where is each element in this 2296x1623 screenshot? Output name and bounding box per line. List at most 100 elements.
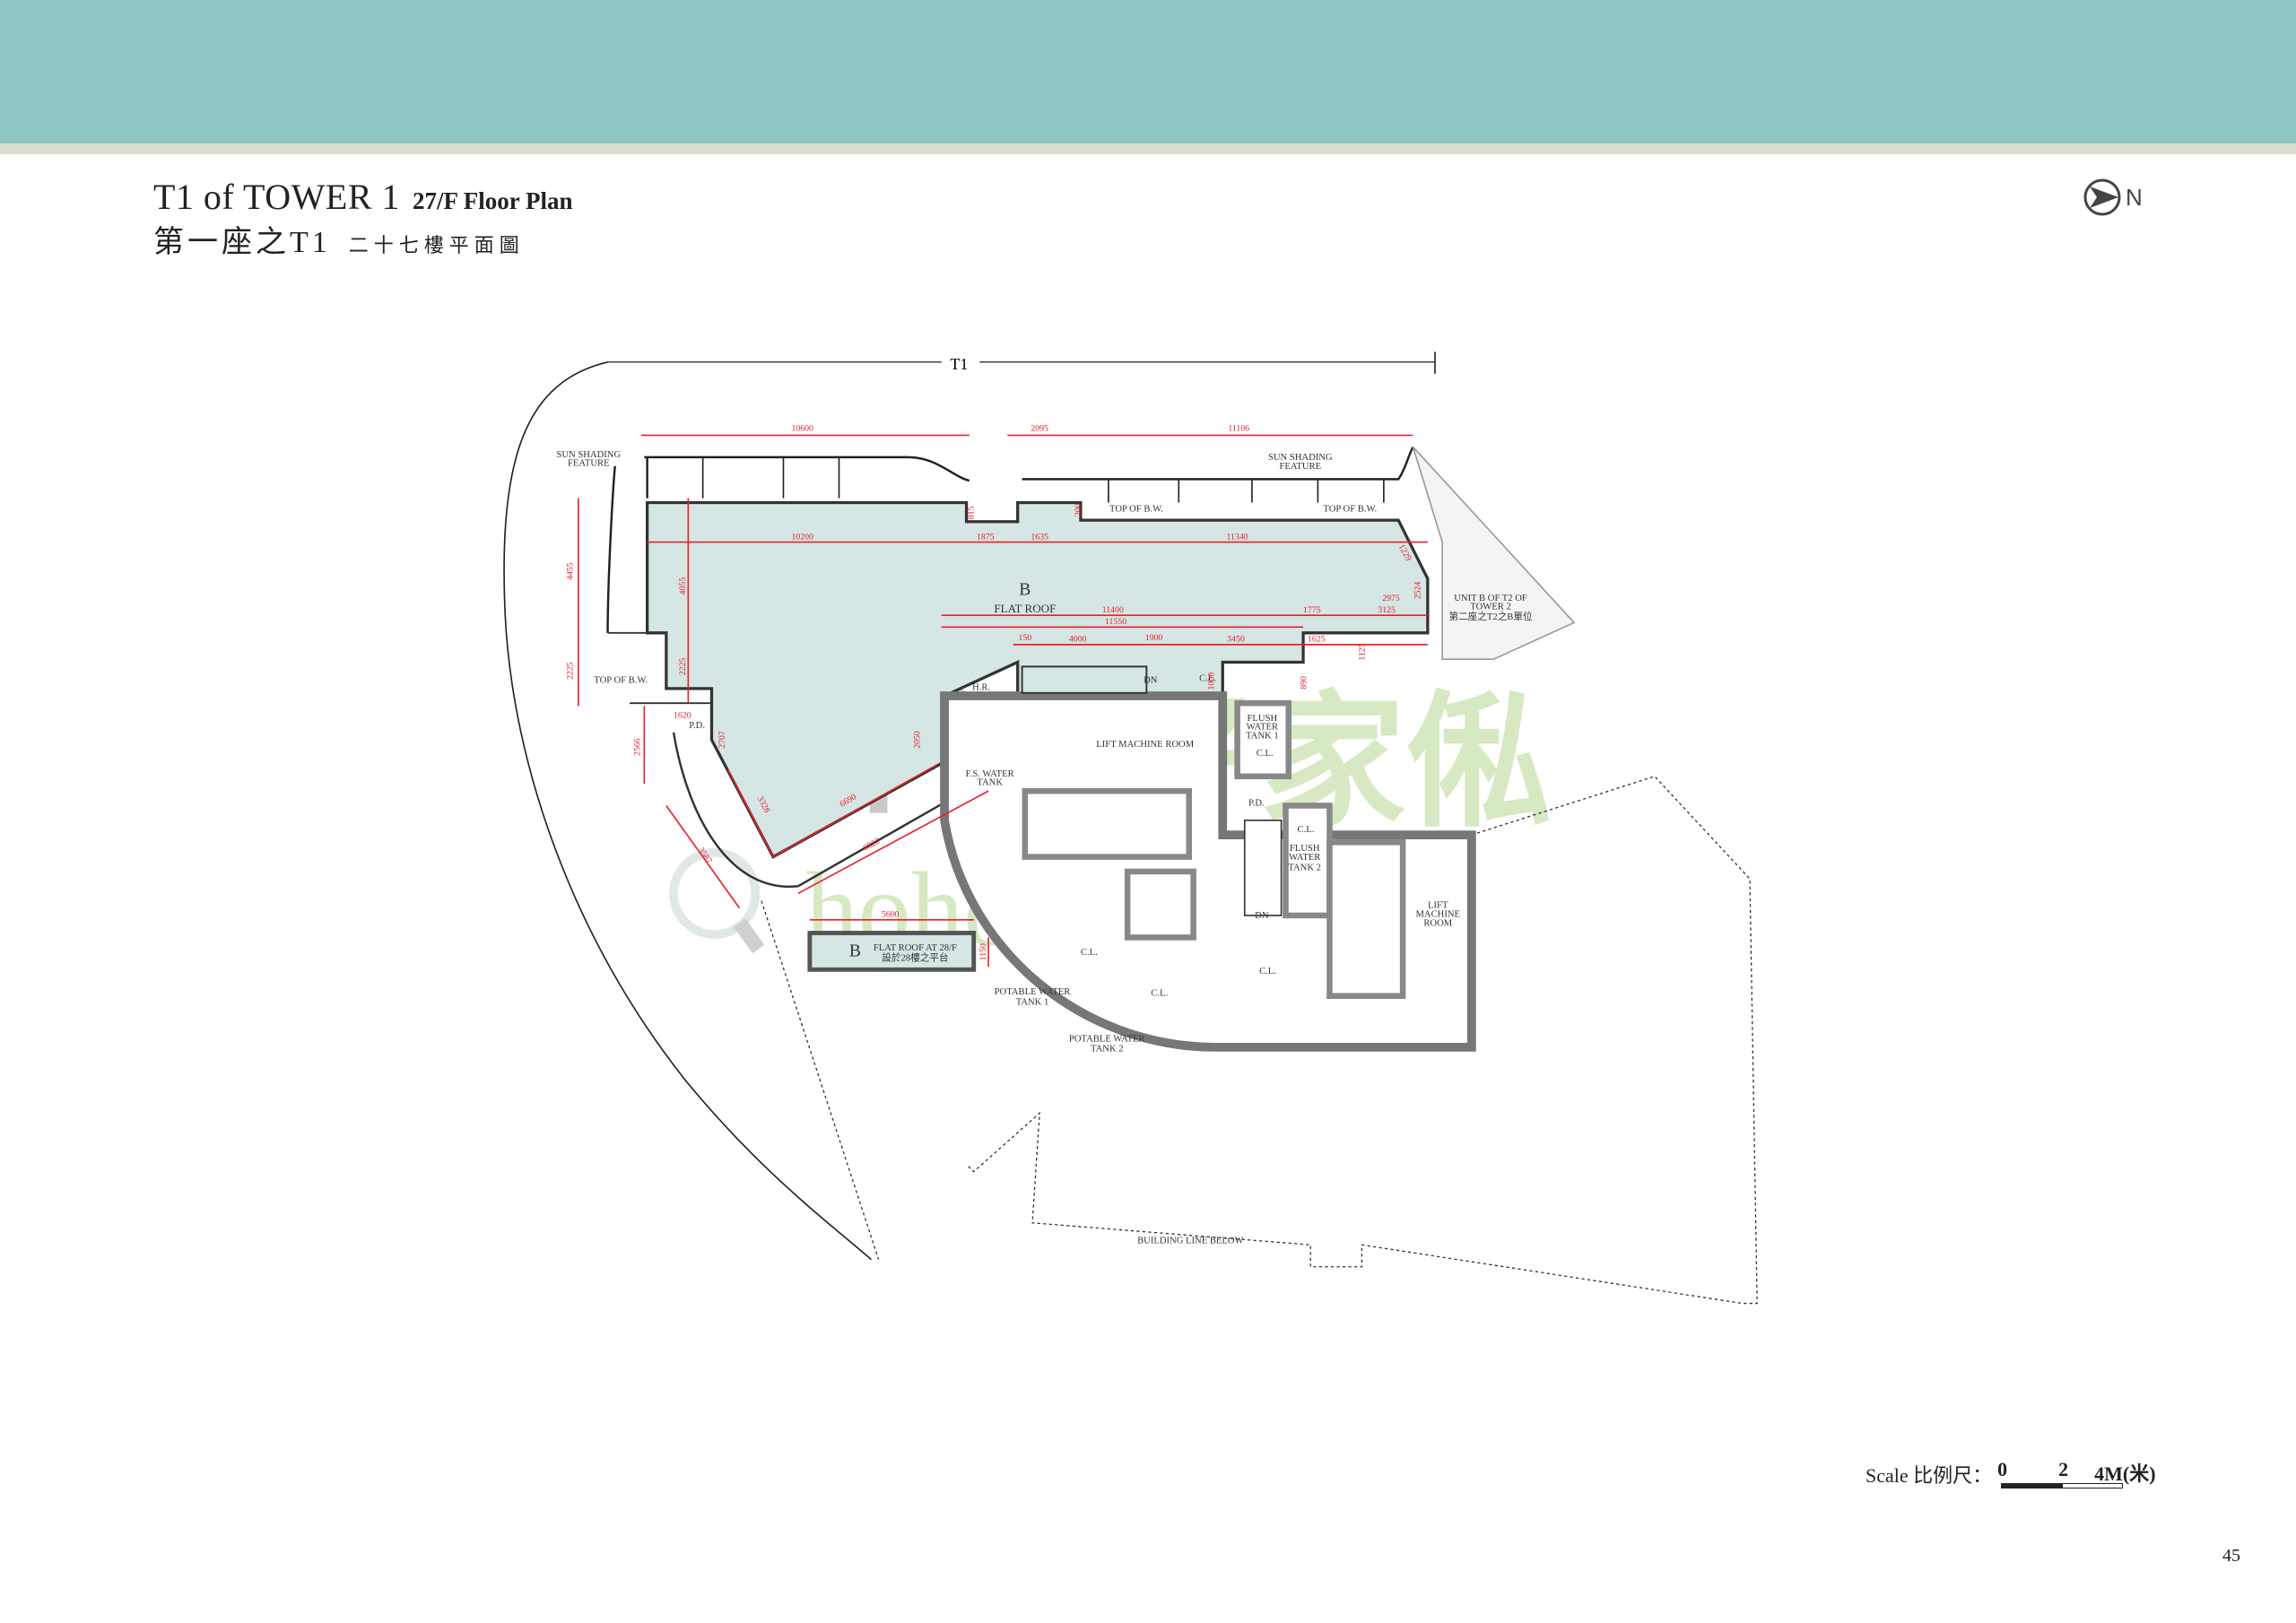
label-cl: C.L.: [1199, 674, 1216, 684]
label-flat-roof: FLAT ROOF: [994, 602, 1056, 615]
dimension-label: 1000: [1206, 673, 1216, 690]
label-cl: C.L.: [1151, 989, 1168, 999]
dimension-label: 2050: [912, 731, 922, 749]
label-sun-shading: FEATURE: [568, 459, 610, 469]
dimension-label: 5600: [882, 910, 900, 920]
dimension-label: 2225: [565, 662, 575, 680]
label-potable-2: POTABLE WATER: [1069, 1034, 1146, 1044]
north-arrow-icon: [2083, 178, 2121, 216]
dimension-label: 1125: [1358, 643, 1368, 660]
site-boundary-left: [503, 360, 872, 1261]
label-unit-b: UNIT B OF T2 OF: [1454, 594, 1527, 603]
dimension-label: 2225: [678, 657, 688, 675]
label-top-bw: TOP OF B.W.: [1109, 504, 1163, 514]
dimension-label: 10200: [791, 532, 813, 542]
label-pd: P.D.: [1248, 798, 1265, 808]
north-indicator: N: [2083, 178, 2143, 217]
dimension-label: 1875: [977, 532, 995, 542]
dimension-label: 815: [967, 506, 977, 519]
flat-roof-28f: [807, 931, 977, 972]
dimension-label: 4000: [1069, 635, 1087, 645]
dimension-label: 11340: [1227, 532, 1248, 542]
dimension-label: 3125: [1378, 605, 1396, 615]
header-band: [0, 0, 2296, 143]
label-flush-2: FLUSH: [1290, 844, 1320, 854]
label-top-bw: TOP OF B.W.: [594, 675, 648, 685]
label-flush-1: FLUSH: [1248, 714, 1278, 724]
dimension-label: 890: [1299, 676, 1309, 690]
label-unit-b: TOWER 2: [1470, 603, 1510, 612]
dimension-label: 2095: [1031, 424, 1048, 434]
label-fs-tank: TANK: [977, 778, 1003, 788]
title-sub-zh: 二十七樓平面圖: [348, 234, 525, 256]
label-potable-1: TANK 1: [1016, 998, 1049, 1008]
dimension-label: 4455: [565, 562, 575, 580]
north-label: N: [2126, 183, 2143, 211]
label-sun-shading: FEATURE: [1280, 462, 1322, 472]
label-fs-tank: F.S. WATER: [966, 769, 1015, 779]
label-dn: DN: [1144, 675, 1158, 685]
label-flush-1: TANK 1: [1246, 731, 1279, 741]
title-sub: 27/F Floor Plan: [413, 187, 573, 214]
label-cl: C.L.: [1081, 948, 1098, 958]
header-stripe: [0, 143, 2296, 154]
dimension-label: 2707: [718, 731, 727, 749]
label-cl: C.L.: [1257, 749, 1274, 759]
label-flush-2: TANK 2: [1288, 863, 1321, 872]
label-sun-shading: SUN SHADING: [557, 450, 622, 460]
label-lift-2: LIFT: [1428, 901, 1448, 911]
label-cl: C.L.: [1298, 825, 1315, 835]
page-title: T1 of TOWER 1 27/F Floor Plan: [153, 176, 573, 218]
label-potable-2: TANK 2: [1091, 1045, 1124, 1055]
scale-bar: Scale 比例尺： 0 2 4M(米): [1866, 1458, 2156, 1488]
dimension-label: 1900: [1145, 633, 1163, 643]
label-lift-2: MACHINE: [1416, 910, 1461, 920]
label-lift-2: ROOM: [1423, 918, 1452, 928]
dimension-label: 200: [1074, 503, 1083, 516]
label-building-line: BUILDING LINE BELOW: [1137, 1237, 1243, 1246]
dimension-label: 1150: [978, 943, 988, 960]
dimension-label: 10600: [791, 424, 813, 434]
title-main: T1 of TOWER 1: [153, 177, 400, 217]
label-flat-roof-28: 設於28樓之平台: [882, 952, 948, 964]
label-cl: C.L.: [1259, 967, 1276, 976]
dimension-label: 11550: [1105, 617, 1126, 627]
title-main-zh: 第一座之T1: [153, 226, 331, 259]
label-flat-roof-28: FLAT ROOF AT 28/F: [874, 943, 957, 953]
dimension-lines: [578, 434, 1428, 968]
label-hr: H.R.: [972, 682, 990, 692]
scale-tick-2: 2: [2058, 1458, 2069, 1480]
dimension-label: 2524: [1413, 582, 1423, 600]
label-sun-shading: SUN SHADING: [1268, 453, 1333, 463]
dimension-labels: 10600 2095 11106 10200 1875 1635 11340 4…: [565, 424, 1422, 961]
dimension-label: 4055: [678, 577, 688, 595]
scale-label: Scale 比例尺：: [1866, 1464, 1993, 1487]
dimension-label: 1635: [1031, 532, 1048, 542]
dimension-label: 3450: [1227, 635, 1245, 645]
dimension-label: 1625: [1308, 635, 1326, 645]
dimension-label: 1620: [674, 711, 691, 721]
dimension-label: 150: [1019, 633, 1032, 643]
dimension-label: 11106: [1228, 424, 1249, 434]
plan-labels: SUN SHADING FEATURE SUN SHADING FEATURE …: [557, 450, 1533, 1246]
label-dn: DN: [1255, 911, 1269, 921]
stair-top: [1021, 665, 1148, 694]
label-b: B: [1019, 580, 1031, 599]
page-title-zh: 第一座之T1 二十七樓平面圖: [153, 217, 525, 261]
page-number: 45: [2222, 1546, 2240, 1566]
scale-tick-0: 0: [1997, 1458, 2008, 1480]
label-top-bw: TOP OF B.W.: [1323, 504, 1377, 514]
scale-graphic: 0 2 4M(米): [1997, 1458, 2156, 1488]
label-potable-1: POTABLE WATER: [995, 987, 1072, 997]
dimension-label: 2975: [1382, 594, 1400, 603]
dimension-label: 1775: [1303, 605, 1321, 615]
label-flush-2: WATER: [1289, 853, 1321, 863]
unit-label: T1: [950, 355, 968, 373]
dimension-label: 11400: [1102, 605, 1124, 615]
label-flush-1: WATER: [1247, 723, 1279, 733]
dimension-label: 2566: [632, 738, 642, 756]
label-pd: P.D.: [689, 721, 705, 731]
label-unit-b: 第二座之T2之B單位: [1448, 611, 1533, 622]
scale-tick-4: 4M(米): [2094, 1462, 2156, 1485]
